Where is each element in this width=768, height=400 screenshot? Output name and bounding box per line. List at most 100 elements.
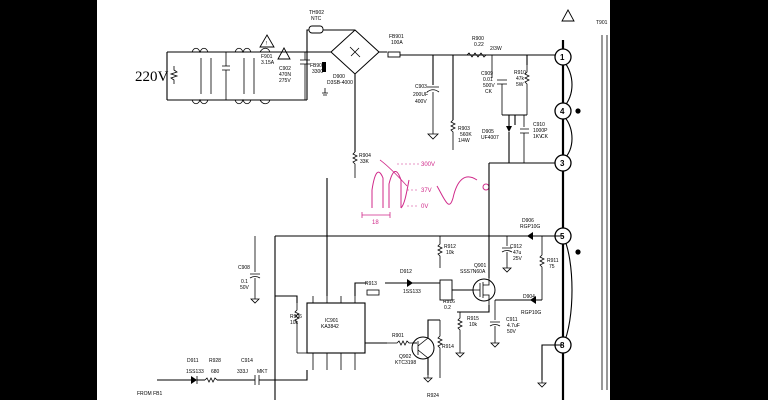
- r900-power: 2/3W: [490, 46, 502, 52]
- q902-symbol: [411, 336, 435, 360]
- r913-symbol: [366, 289, 380, 296]
- d900-value: D3SB-4000: [327, 80, 353, 86]
- ic901-label: IC901: [325, 318, 339, 324]
- th902-wire: [306, 29, 347, 52]
- r915-value: 10k: [469, 322, 478, 328]
- r915-ground: [455, 350, 465, 358]
- c902-voltage: 275V: [279, 78, 291, 84]
- d900-ground: [322, 88, 328, 96]
- c914-symbol: [254, 375, 260, 385]
- r911-value: 75: [549, 264, 555, 270]
- d900-label: D900: [333, 74, 345, 80]
- q901-leads: [473, 278, 490, 305]
- c909-symbol: [491, 55, 507, 115]
- r912-symbol: [437, 236, 443, 268]
- r910-value: 47k: [516, 76, 525, 82]
- d904-label: D904: [523, 294, 535, 300]
- th902-symbol: [308, 25, 324, 34]
- c903-value: 200UF: [413, 92, 428, 98]
- footer-label: FROM FB1: [137, 391, 162, 397]
- ic901-output-wire: [354, 282, 367, 296]
- pin-1-label: 1: [560, 53, 565, 62]
- c914-value: 333J: [237, 369, 248, 375]
- r916-symbol: [439, 279, 453, 301]
- aux-winding: [562, 235, 573, 346]
- th902-label: TH902: [309, 10, 324, 16]
- level-0v: 0V: [421, 204, 428, 210]
- d911-symbol: [191, 376, 197, 384]
- r928-value: 680: [211, 369, 220, 375]
- d905-symbol: [506, 126, 512, 132]
- bridge-diodes: [349, 46, 361, 58]
- waveform-tail: [436, 176, 478, 205]
- control-section: D906 RGP10G C912 47u 25V R911 75 D904 RG…: [137, 162, 563, 400]
- d906-value: RGP10G: [520, 224, 540, 230]
- period-label: 18: [372, 220, 379, 226]
- bottom-to-ic: [275, 370, 308, 381]
- fb902-label: FB902: [310, 63, 325, 69]
- f901-label: F901: [261, 54, 273, 60]
- r910-symbol: [524, 65, 530, 115]
- startup-section: R904 33K: [326, 110, 371, 296]
- transformer-pin-4: 4: [554, 102, 572, 120]
- c903-label: C903: [415, 84, 427, 90]
- c909-voltage: 500V: [483, 83, 495, 89]
- waveform-annotation: 300V 37V 0V 18: [361, 159, 490, 226]
- r913-label: R913: [365, 281, 377, 287]
- bridge-wires: [306, 29, 387, 110]
- d904-value: RGP10G: [521, 310, 541, 316]
- q902-value: KTC3198: [395, 360, 416, 366]
- waveform-trace: [371, 171, 410, 209]
- r903-value: 560K: [460, 132, 472, 138]
- level-guides: [397, 163, 419, 207]
- fb902-value: 3300: [312, 69, 323, 75]
- line-filter-2: [234, 47, 252, 105]
- pin8-wire: [541, 344, 563, 380]
- filter-core-2: [243, 58, 255, 94]
- r915-label: R915: [467, 316, 479, 322]
- level-300v: 300V: [421, 162, 435, 168]
- warning-triangle-c902: [277, 47, 291, 60]
- r911-symbol: [539, 236, 545, 300]
- r924-label: R924: [427, 393, 439, 399]
- r903-symbol: [450, 119, 456, 150]
- period-marker: [361, 212, 391, 218]
- c912-label: C912: [510, 244, 522, 250]
- c910-label: C910: [533, 122, 545, 128]
- c909-label: C909: [481, 71, 493, 77]
- warning-mark: !: [266, 41, 267, 47]
- c902-value: 470N: [279, 72, 291, 78]
- transformer-pin-3: 3: [554, 154, 572, 172]
- r914-symbol: [437, 320, 443, 378]
- r906-label: R906: [290, 314, 302, 320]
- c909-value: 0.01: [483, 77, 493, 83]
- warning-triangle-t901: [561, 9, 575, 22]
- r901-label: R901: [392, 333, 404, 339]
- pin-4-label: 4: [560, 107, 565, 116]
- input-section: 220V ! F901 3.15A C902 470N 275V TH902 N…: [135, 10, 556, 163]
- mains-voltage-label: 220V: [135, 69, 169, 85]
- c908-symbol: [249, 236, 261, 296]
- r906-value: 10k: [290, 320, 299, 326]
- ic901-bottom-wires: [312, 360, 356, 370]
- d905-value: UF4007: [481, 135, 499, 141]
- transformer-label: T901: [596, 20, 608, 26]
- c912-value: 47u: [513, 250, 522, 256]
- r928-symbol: [204, 377, 218, 383]
- transformer: T901 1 4 3 5 8: [509, 9, 608, 400]
- c912-voltage: 25V: [513, 256, 523, 262]
- d912-value: 1SS133: [403, 289, 421, 295]
- r915-symbol: [457, 312, 463, 350]
- r906-symbol: [294, 303, 307, 354]
- c910-symbol: [520, 115, 529, 163]
- d906-symbol: [527, 232, 533, 240]
- r904-value: 33K: [360, 159, 370, 165]
- waveform-envelope: [379, 159, 408, 187]
- probe-point: [482, 183, 490, 191]
- q902-leads: [412, 337, 429, 359]
- d911-value: 1SS133: [186, 369, 204, 375]
- f901-value: 3.15A: [261, 60, 275, 66]
- r900-label: R900: [472, 36, 484, 42]
- q902-wires: [427, 319, 440, 375]
- snubber-join: [502, 114, 527, 125]
